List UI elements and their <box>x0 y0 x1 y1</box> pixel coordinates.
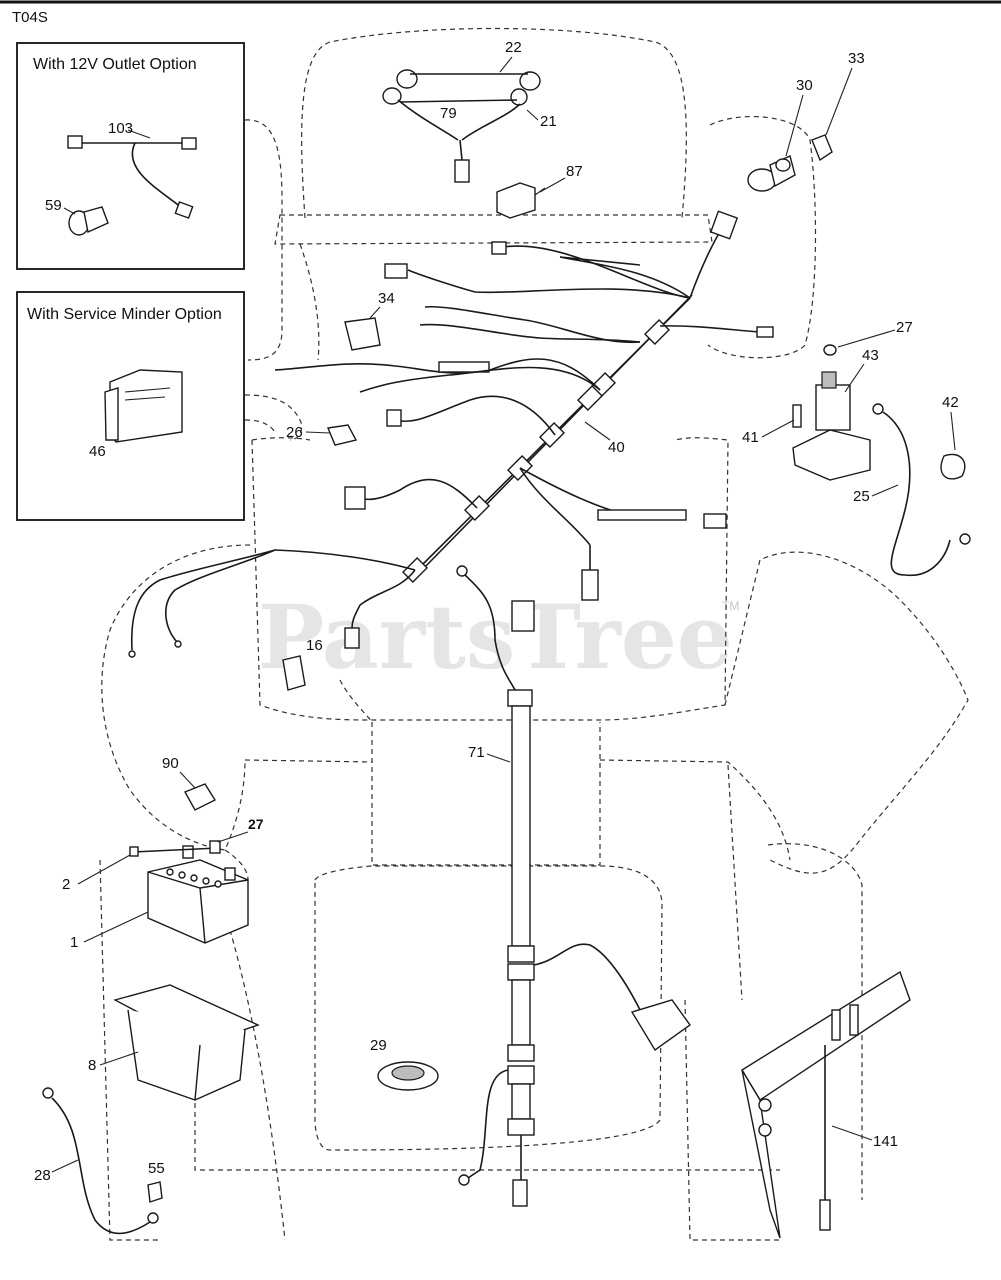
callout-33: 33 <box>848 50 865 67</box>
callout-22: 22 <box>505 39 522 56</box>
minder-option-box: With Service Minder Option 46 <box>16 291 245 521</box>
outlet-option-box: With 12V Outlet Option 103 59 <box>16 42 245 270</box>
callout-90: 90 <box>162 755 179 772</box>
part-90: 90 <box>162 755 217 811</box>
callout-16: 16 <box>306 637 323 654</box>
battery-tray: 8 <box>88 984 260 1101</box>
callout-41: 41 <box>742 429 759 446</box>
ground-cable: 28 55 <box>34 1087 165 1235</box>
ignition-switch: 30 33 <box>747 50 865 192</box>
callout-25: 25 <box>853 488 870 505</box>
relay-87: 87 <box>496 163 583 219</box>
outlet-option-title: With 12V Outlet Option <box>33 56 197 73</box>
battery-leads <box>128 549 276 658</box>
callout-55: 55 <box>148 1160 165 1177</box>
fuse-26: 26 <box>286 424 358 446</box>
switch-34: 34 <box>344 290 395 351</box>
callout-1: 1 <box>70 934 78 951</box>
chassis-outline <box>99 27 969 1241</box>
callout-27a: 27 <box>896 319 913 336</box>
callout-30: 30 <box>796 77 813 94</box>
callout-8: 8 <box>88 1057 96 1074</box>
headlight-harness: 22 79 21 <box>382 39 557 183</box>
grommet-29: 29 <box>370 1037 439 1091</box>
watermark-tm: TM <box>722 599 739 613</box>
callout-141: 141 <box>873 1133 898 1150</box>
callout-87: 87 <box>566 163 583 180</box>
battery: 27 2 1 <box>62 816 264 951</box>
callout-29: 29 <box>370 1037 387 1054</box>
callout-46: 46 <box>89 443 106 460</box>
callout-79: 79 <box>440 105 457 122</box>
main-harness: 40 <box>274 210 774 649</box>
diagram-code: T04S <box>12 9 48 26</box>
callout-34: 34 <box>378 290 395 307</box>
callout-21: 21 <box>540 113 557 130</box>
callout-40: 40 <box>608 439 625 456</box>
callout-2: 2 <box>62 876 70 893</box>
seat-switch-141: 141 <box>741 970 911 1239</box>
callout-43: 43 <box>862 347 879 364</box>
callout-59: 59 <box>45 197 62 214</box>
callout-71: 71 <box>468 744 485 761</box>
callout-27b: 27 <box>248 816 264 832</box>
solenoid-43: 27 43 41 42 25 <box>742 319 971 577</box>
harness-71: 71 <box>456 565 691 1207</box>
connector-16: 16 <box>282 637 323 691</box>
callout-42: 42 <box>942 394 959 411</box>
callout-103: 103 <box>108 120 133 137</box>
callout-28: 28 <box>34 1167 51 1184</box>
callout-26: 26 <box>286 424 303 441</box>
minder-option-title: With Service Minder Option <box>27 306 222 323</box>
